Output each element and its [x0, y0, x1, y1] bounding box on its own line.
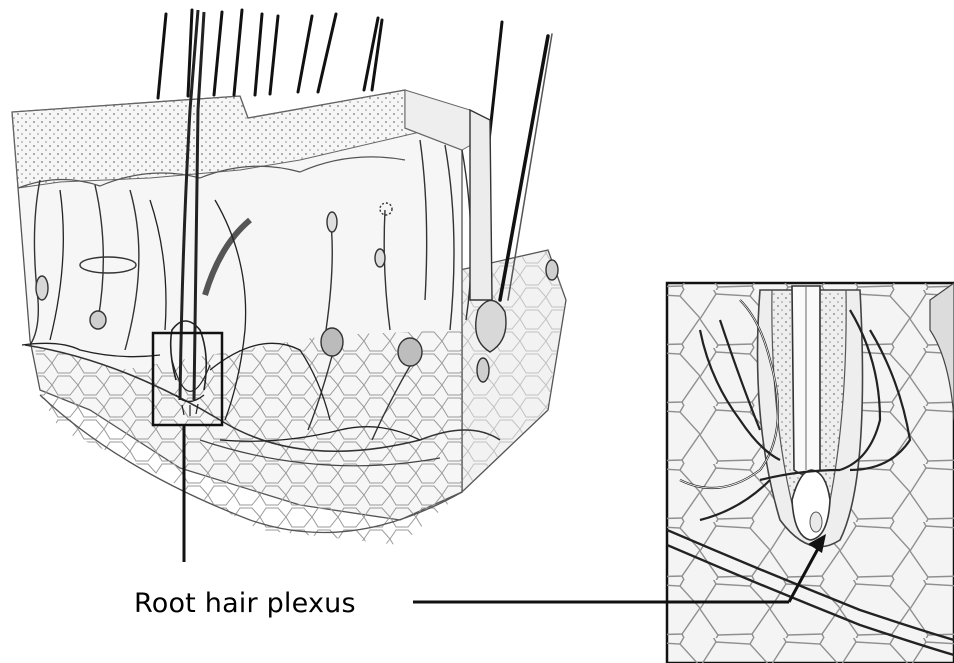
root-hair-plexus-label: Root hair plexus	[134, 588, 356, 619]
magnified-inset	[667, 283, 954, 663]
